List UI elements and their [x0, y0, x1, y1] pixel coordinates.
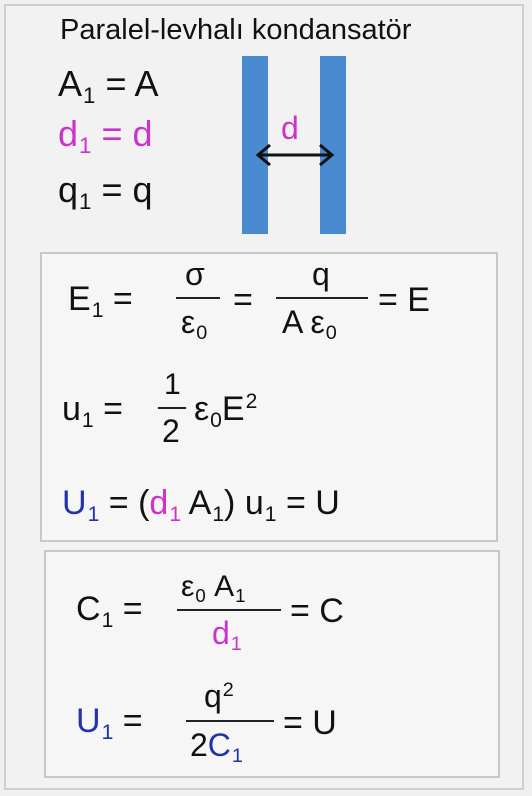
cf-A: A [214, 570, 235, 603]
d-symbol: d [58, 113, 79, 154]
c-subscript: 1 [101, 608, 114, 632]
given-charge: q1 = q [58, 169, 153, 213]
U-u: u [244, 484, 264, 522]
cfrac-den: d1 [212, 615, 242, 654]
gap-arrow [255, 143, 335, 167]
frac2-bar [276, 297, 368, 299]
energy-eq: U1 = (d1 A1) u1 = U [62, 484, 340, 525]
cfrac-bar [177, 609, 281, 611]
uf-C: C [207, 727, 231, 763]
c-lhs: C1 = [76, 590, 143, 631]
half-den: 2 [162, 413, 180, 449]
a-symbol: A [58, 63, 83, 104]
U-equals: = [108, 484, 129, 522]
cf-A-sub: 1 [235, 584, 246, 606]
U-close: ) [224, 484, 236, 522]
u-eps-sub: 0 [210, 408, 222, 432]
ufrac-num: q2 [204, 680, 234, 712]
frac2-num: q [312, 256, 330, 292]
equals-2: = [233, 281, 253, 319]
uf-q-sup: 2 [222, 679, 234, 702]
cf-eps-sub: 0 [195, 584, 206, 606]
u-rhs: ε0E2 [194, 390, 258, 430]
page-title: Paralel-levhalı kondansatör [60, 14, 412, 46]
q-symbol: q [58, 169, 79, 210]
frac1-num: σ [185, 256, 205, 292]
eps-sub: 0 [325, 322, 337, 345]
e-symbol: E [68, 280, 91, 318]
frac1-den: ε0 [181, 304, 207, 343]
a-rhs: = A [105, 63, 159, 104]
uf-q: q [204, 678, 222, 714]
q-rhs: = q [101, 169, 153, 210]
frac2-den: A ε0 [282, 304, 337, 343]
epsilon-sub: 0 [196, 322, 208, 345]
cf-d: d [212, 615, 230, 651]
c-rhs: = C [290, 592, 344, 630]
a-eps: A ε [282, 304, 325, 340]
ufrac-den: 2C1 [190, 727, 243, 766]
u-equals: = [103, 390, 123, 428]
e-equals: = [112, 280, 133, 318]
u-field: E [221, 390, 245, 428]
epsilon: ε [181, 304, 196, 340]
u-symbol: u [62, 390, 81, 428]
u2-symbol: U [76, 702, 101, 740]
U-symbol: U [62, 484, 87, 522]
a-subscript: 1 [83, 83, 96, 109]
U-A: A [188, 484, 212, 522]
capacitance-box [44, 550, 500, 778]
U-A-sub: 1 [212, 502, 225, 526]
u-square: 2 [245, 390, 258, 414]
U-d: d [149, 484, 169, 522]
e-lhs: E1 = [68, 280, 133, 321]
cfrac-num: ε0 A1 [181, 570, 245, 605]
U-u-sub: 1 [264, 502, 277, 526]
u-subscript: 1 [81, 408, 94, 432]
gap-label: d [281, 110, 299, 146]
cf-eps: ε [181, 570, 195, 603]
half-num: 1 [164, 368, 181, 401]
U-open: ( [138, 484, 150, 522]
right-plate [320, 56, 346, 234]
u-eps: ε [194, 390, 210, 428]
q-subscript: 1 [79, 189, 92, 215]
U-d-sub: 1 [169, 502, 182, 526]
uf-2: 2 [190, 727, 208, 763]
cf-d-sub: 1 [230, 633, 242, 656]
U-subscript: 1 [87, 502, 100, 526]
left-plate [242, 56, 268, 234]
ufrac-bar [186, 720, 274, 722]
frac1-bar [176, 297, 220, 299]
c-equals: = [122, 590, 143, 628]
u2-lhs: U1 = [76, 702, 143, 743]
c-symbol: C [76, 590, 101, 628]
u2-subscript: 1 [101, 720, 114, 744]
uf-C-sub: 1 [231, 745, 243, 768]
d-subscript: 1 [79, 133, 92, 159]
given-area: A1 = A [58, 63, 159, 107]
half-bar [158, 407, 186, 409]
given-distance: d1 = d [58, 113, 153, 157]
e-subscript: 1 [91, 298, 104, 322]
U-rhs: = U [285, 484, 340, 522]
u-lhs: u1 = [62, 390, 123, 431]
e-rhs: = E [378, 281, 430, 319]
energy-box [40, 252, 498, 542]
d-rhs: = d [101, 113, 153, 154]
u2-rhs: = U [283, 704, 337, 742]
u2-equals: = [122, 702, 143, 740]
